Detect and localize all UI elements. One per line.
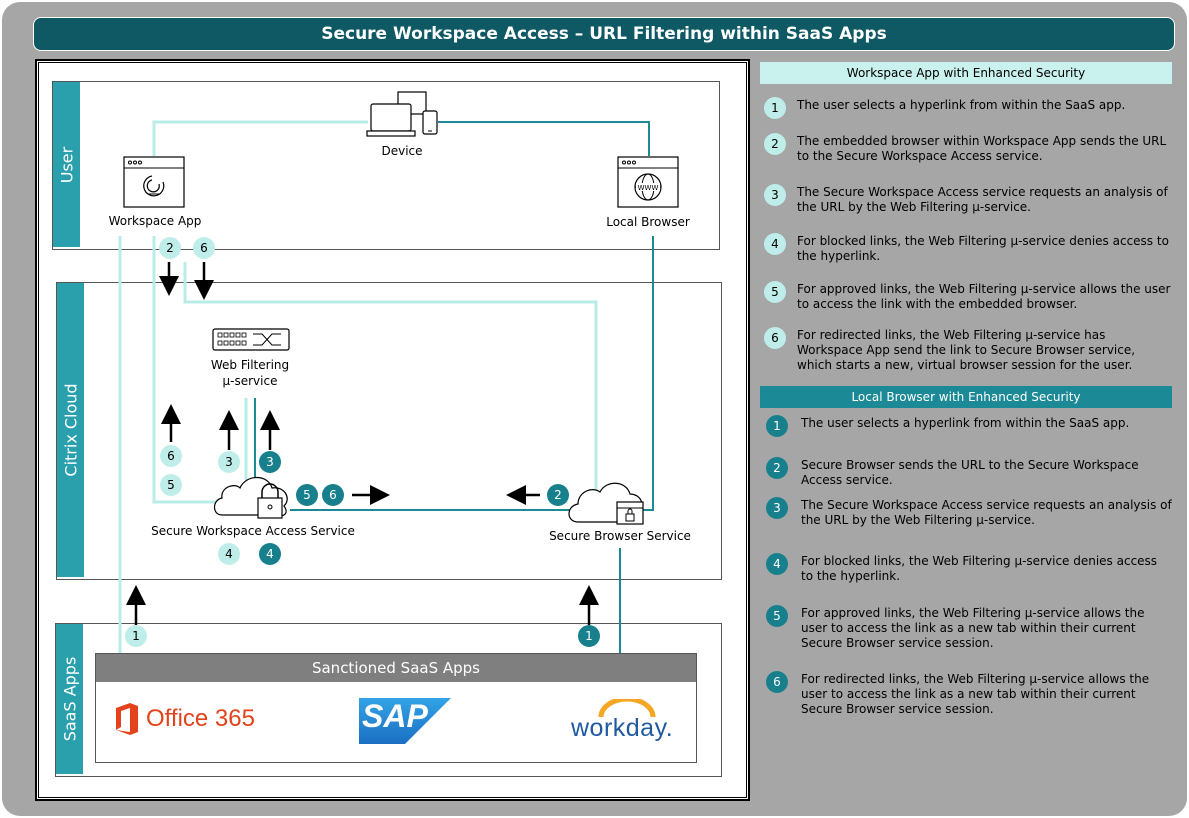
step-number-badge: 4 bbox=[764, 233, 786, 255]
step-badge: 4 bbox=[218, 543, 240, 565]
local-browser-icon: WWW bbox=[617, 156, 679, 208]
step-number-badge: 5 bbox=[764, 281, 786, 303]
step-number-badge: 6 bbox=[766, 671, 788, 693]
workspace-app-icon bbox=[123, 156, 185, 208]
step-text: The user selects a hyperlink from within… bbox=[797, 98, 1126, 112]
device-label: Device bbox=[381, 144, 423, 158]
step-badge: 2 bbox=[547, 484, 569, 506]
secure-browser-cloud-icon bbox=[568, 482, 644, 525]
workday-arc-icon bbox=[598, 699, 656, 718]
step-badge: 6 bbox=[160, 445, 182, 467]
svg-text:WWW: WWW bbox=[638, 184, 659, 192]
web-filtering-icon bbox=[212, 328, 290, 351]
step-text: For blocked links, the Web Filtering μ-s… bbox=[801, 554, 1158, 583]
office365-logo: Office 365 bbox=[146, 705, 255, 732]
step-text: The embedded browser within Workspace Ap… bbox=[797, 134, 1167, 163]
step-text: The user selects a hyperlink from within… bbox=[801, 416, 1130, 430]
step-badge: 4 bbox=[259, 543, 281, 565]
step-text: Secure Browser sends the URL to the Secu… bbox=[801, 458, 1139, 487]
citrix-cloud-zone bbox=[56, 282, 722, 580]
user-zone-tab: User bbox=[53, 82, 80, 247]
workspace-section-header: Workspace App with Enhanced Security bbox=[760, 62, 1172, 84]
office365-logo-icon bbox=[116, 703, 138, 735]
step-badge: 1 bbox=[125, 625, 147, 647]
step-number-badge: 5 bbox=[766, 605, 788, 627]
step-text: For approved links, the Web Filtering μ-… bbox=[797, 282, 1171, 311]
step-badge: 1 bbox=[578, 625, 600, 647]
sap-logo-icon bbox=[359, 698, 451, 744]
step-text: For approved links, the Web Filtering μ-… bbox=[801, 606, 1145, 650]
step-number-badge: 2 bbox=[766, 457, 788, 479]
workspace-app-label: Workspace App bbox=[108, 214, 202, 228]
workday-logo: workday. bbox=[571, 714, 674, 742]
secure-browser-label: Secure Browser Service bbox=[549, 529, 691, 543]
step-number-badge: 3 bbox=[764, 184, 786, 206]
step-badge: 2 bbox=[159, 237, 181, 259]
step-badge: 5 bbox=[296, 484, 318, 506]
step-text: For redirected links, the Web Filtering … bbox=[801, 672, 1150, 716]
step-number-badge: 6 bbox=[764, 327, 786, 349]
saas-apps-zone-tab: SaaS Apps bbox=[56, 624, 83, 774]
web-filtering-label: Web Filtering bbox=[210, 358, 290, 372]
step-badge: 3 bbox=[259, 451, 281, 473]
page-title: Secure Workspace Access – URL Filtering … bbox=[33, 17, 1175, 51]
swa-cloud-icon bbox=[213, 476, 288, 519]
step-number-badge: 4 bbox=[766, 553, 788, 575]
step-number-badge: 3 bbox=[766, 497, 788, 519]
step-text: The Secure Workspace Access service requ… bbox=[797, 185, 1168, 214]
browser-section-header: Local Browser with Enhanced Security bbox=[760, 386, 1172, 408]
step-badge: 6 bbox=[193, 237, 215, 259]
web-filtering-label-2: μ-service bbox=[222, 374, 278, 388]
device-icon bbox=[366, 91, 438, 137]
citrix-cloud-zone-tab: Citrix Cloud bbox=[57, 283, 84, 577]
local-browser-label: Local Browser bbox=[606, 215, 690, 229]
step-text: For redirected links, the Web Filtering … bbox=[797, 328, 1136, 372]
sap-logo: SAP bbox=[362, 698, 428, 734]
sanctioned-saas-header: Sanctioned SaaS Apps bbox=[96, 654, 696, 682]
step-badge: 3 bbox=[218, 451, 240, 473]
step-badge: 6 bbox=[322, 484, 344, 506]
step-number-badge: 1 bbox=[766, 415, 788, 437]
step-text: The Secure Workspace Access service requ… bbox=[801, 498, 1172, 527]
step-number-badge: 1 bbox=[764, 97, 786, 119]
swa-service-label: Secure Workspace Access Service bbox=[151, 524, 355, 538]
step-badge: 5 bbox=[160, 474, 182, 496]
step-number-badge: 2 bbox=[764, 133, 786, 155]
step-text: For blocked links, the Web Filtering μ-s… bbox=[797, 234, 1169, 263]
